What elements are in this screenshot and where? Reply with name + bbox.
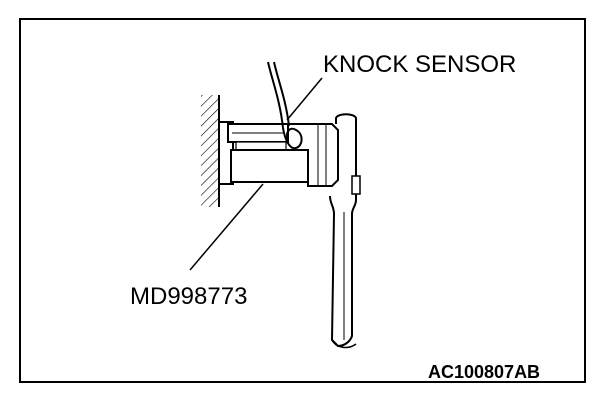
- engine-block: [201, 95, 220, 207]
- sensor-leader-line: [286, 77, 323, 121]
- tool-leader-line: [189, 183, 264, 271]
- figure-code-label: AC100807AB: [428, 362, 540, 382]
- knock-sensor-label: KNOCK SENSOR: [323, 51, 516, 78]
- ratchet-handle: [329, 113, 361, 349]
- figure-border: [19, 18, 586, 383]
- tool-number-label: MD998773: [130, 283, 247, 310]
- socket-tool: [230, 123, 339, 187]
